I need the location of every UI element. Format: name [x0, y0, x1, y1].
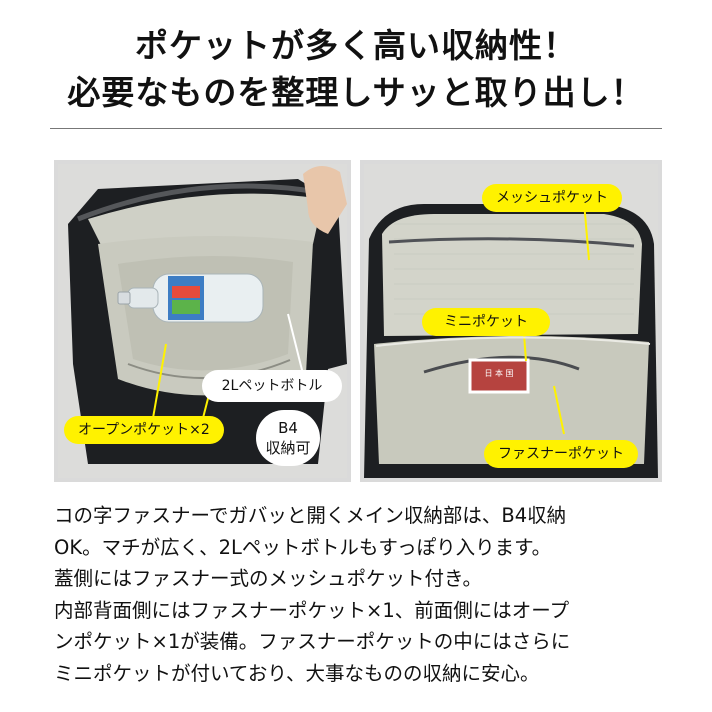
mini-pocket-tag: ミニポケット [422, 308, 550, 336]
description: コの字ファスナーでガバッと開くメイン収納部は、B4収納 OK。マチが広く、2Lペ… [54, 500, 674, 689]
b4-badge-line-2: 収納可 [265, 439, 311, 457]
description-line: ンポケット×1が装備。ファスナーポケットの中にはさらに [54, 630, 571, 653]
headline-line-2: 必要なものを整理しサッと取り出し！ [67, 73, 645, 112]
bottle-illustration [117, 273, 264, 323]
divider [50, 128, 662, 129]
bottle-label: 2Lペットボトル [202, 370, 342, 402]
mesh-pocket-tag: メッシュポケット [482, 184, 622, 212]
zipper-pocket-tag: ファスナーポケット [484, 440, 638, 468]
b4-size-badge: B4 収納可 [256, 410, 320, 466]
description-line: 内部背面側にはファスナーポケット×1、前面側にはオープ [54, 598, 570, 622]
description-line: ミニポケットが付いており、大事なものの収納に安心。 [54, 661, 540, 685]
right-photo-panel: 日 本 国 メッシュポケット ミニポケット ファスナーポケット [360, 160, 662, 482]
passport-text: 日 本 国 [484, 369, 514, 378]
bag-interior-illustration [364, 164, 658, 478]
headline: ポケットが多く高い収納性！ 必要なものを整理しサッと取り出し！ [0, 22, 712, 116]
description-line: コの字ファスナーでガバッと開くメイン収納部は、B4収納 [54, 504, 567, 527]
headline-line-1: ポケットが多く高い収納性！ [135, 26, 577, 65]
description-line: 蓋側にはファスナー式のメッシュポケット付き。 [54, 567, 483, 590]
b4-badge-line-1: B4 [278, 419, 298, 437]
left-photo-panel: 2Lペットボトル オープンポケット×2 B4 収納可 [54, 160, 351, 482]
open-pocket-tag: オープンポケット×2 [64, 416, 224, 444]
description-line: OK。マチが広く、2Lペットボトルもすっぽり入ります。 [54, 535, 552, 559]
